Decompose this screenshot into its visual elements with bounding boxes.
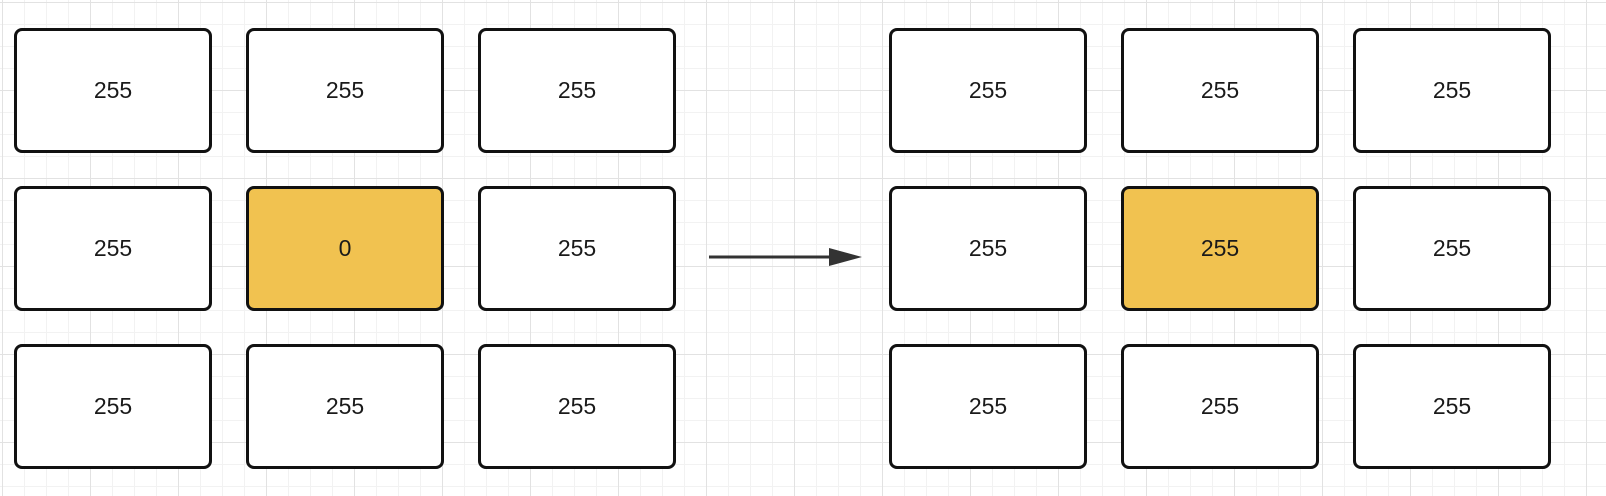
after-center-cell: 255: [1121, 186, 1319, 311]
after-cell: 255: [889, 186, 1087, 311]
after-cell: 255: [1353, 186, 1551, 311]
before-cell: 255: [478, 344, 676, 469]
before-cell: 255: [14, 186, 212, 311]
before-cell: 255: [14, 344, 212, 469]
before-cell: 255: [14, 28, 212, 153]
after-pixel-grid: 255 255 255 255 255 255 255 255 255: [889, 28, 1551, 469]
before-center-cell: 0: [246, 186, 444, 311]
after-cell: 255: [889, 344, 1087, 469]
before-cell: 255: [478, 186, 676, 311]
before-cell: 255: [246, 344, 444, 469]
after-cell: 255: [1353, 344, 1551, 469]
after-cell: 255: [1121, 28, 1319, 153]
after-cell: 255: [1353, 28, 1551, 153]
after-cell: 255: [1121, 344, 1319, 469]
before-cell: 255: [478, 28, 676, 153]
after-cell: 255: [889, 28, 1087, 153]
before-pixel-grid: 255 255 255 255 0 255 255 255 255: [14, 28, 676, 469]
transform-arrow-icon: [709, 248, 862, 266]
before-cell: 255: [246, 28, 444, 153]
